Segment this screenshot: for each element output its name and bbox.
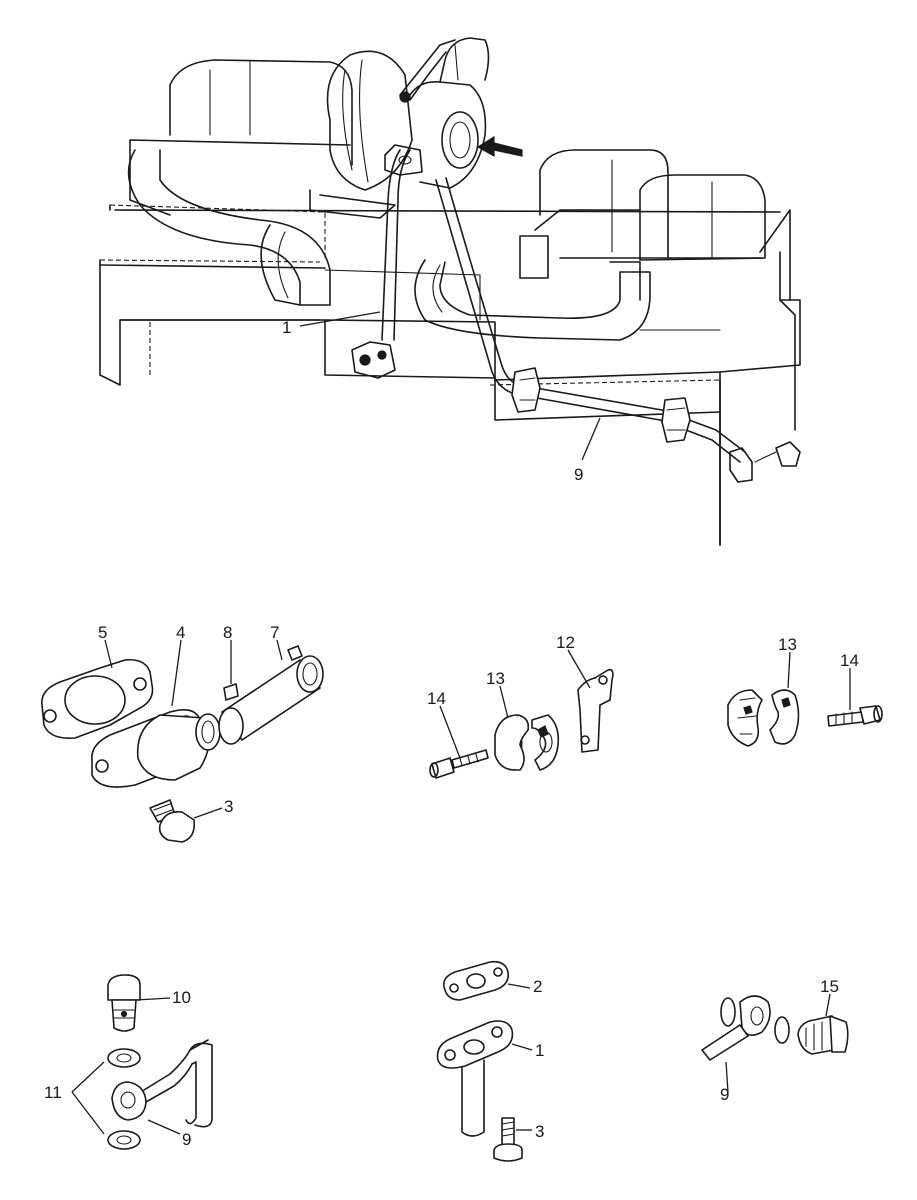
callout-2: 2 [533,977,542,996]
callout-11: 11 [44,1083,62,1102]
callout-10: 10 [172,988,191,1007]
gasket-2 [442,960,510,1001]
clamp-13-center [494,714,560,771]
callout-9-right: 9 [720,1085,729,1104]
callout-15: 15 [820,977,839,996]
callout-8: 8 [223,623,232,642]
callout-14-right: 14 [840,651,859,670]
clamp-13-right [727,689,800,747]
gasket-5 [41,658,154,740]
fitting-15 [797,1015,849,1055]
callout-5: 5 [98,623,107,642]
banjo-line-9 [111,1039,213,1128]
callout-3-middle: 3 [224,797,233,816]
callout-12: 12 [556,633,575,652]
bolt-3-middle [149,799,196,843]
banjo-bolt-10 [107,974,141,1032]
callout-13-right: 13 [778,635,797,654]
screw-3-bottom [493,1117,523,1162]
callout-3-bottom: 3 [535,1122,544,1141]
callout-9-left: 9 [182,1130,191,1149]
callout-7: 7 [270,623,279,642]
callout-1-bottom: 1 [535,1041,544,1060]
callout-9-engine: 9 [574,465,583,484]
hose-7 [218,645,324,745]
nipple-8 [223,683,239,701]
callout-1-engine: 1 [282,318,291,337]
bolt-14-right [827,705,883,727]
callout-13-center: 13 [486,669,505,688]
callout-4: 4 [176,623,185,642]
line-9-fitting [701,995,790,1061]
callout-14-center: 14 [427,689,446,708]
bolt-14-center [429,749,489,779]
pipe-1 [436,1020,514,1137]
elbow-4 [91,709,221,788]
engine-assembly [99,37,801,546]
bracket-12 [577,668,614,753]
washers-11 [107,1048,141,1150]
